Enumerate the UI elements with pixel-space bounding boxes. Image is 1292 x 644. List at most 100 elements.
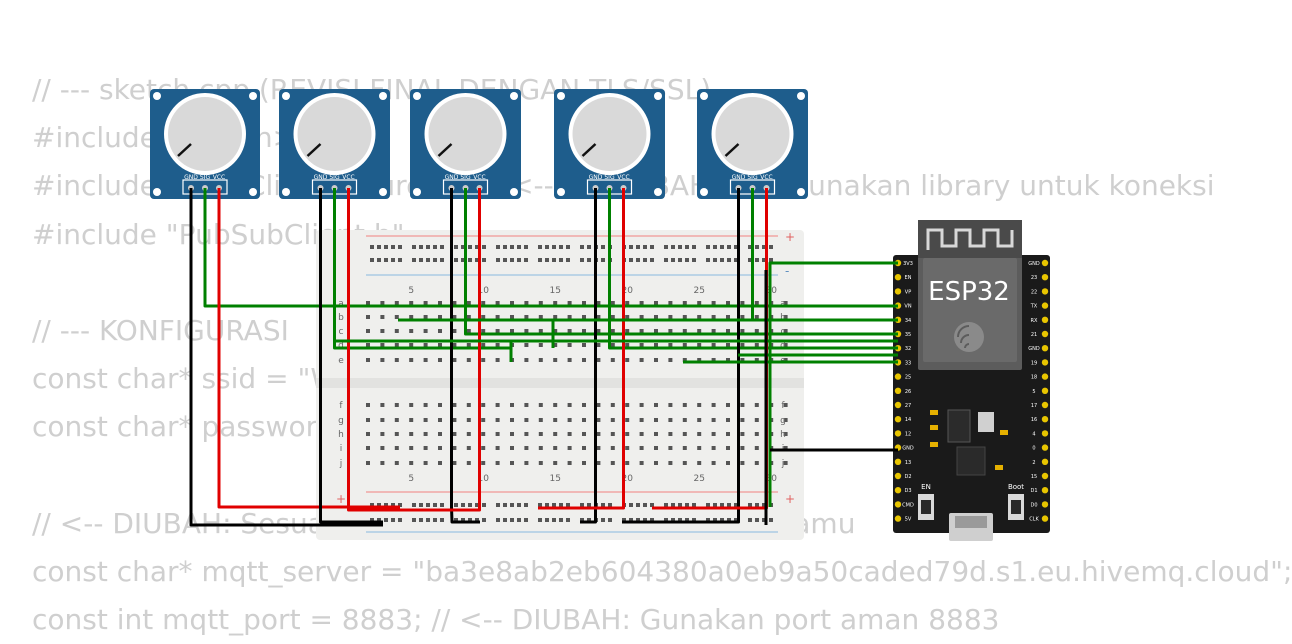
knob[interactable]	[428, 97, 503, 171]
rail-hole	[391, 258, 395, 262]
esp32-pin-left[interactable]	[894, 472, 902, 480]
rail-hole	[538, 518, 542, 522]
wire-power[interactable]	[538, 188, 625, 510]
esp32-pin-left[interactable]	[894, 416, 902, 423]
breadboard-hole	[538, 418, 543, 422]
knob[interactable]	[572, 97, 647, 171]
breadboard-hole	[567, 403, 572, 407]
esp32-pin-right[interactable]	[1041, 401, 1049, 409]
esp32-pin-left[interactable]	[894, 401, 902, 409]
esp32-pin-left[interactable]	[894, 274, 902, 281]
wire-power[interactable]	[406, 188, 481, 512]
rail-hole	[713, 258, 717, 262]
breadboard-hole	[639, 461, 644, 465]
esp32-pin-right[interactable]	[1041, 444, 1049, 451]
wire-power[interactable]	[347, 188, 407, 512]
esp32-pin-right[interactable]	[1041, 373, 1049, 380]
esp32-pin-left[interactable]	[894, 515, 902, 522]
rail-hole	[468, 503, 472, 507]
rail-hole	[398, 245, 402, 249]
rail-symbol: +	[785, 492, 795, 506]
esp32-pin-right[interactable]	[1041, 330, 1049, 338]
esp32-pin-left[interactable]	[894, 487, 902, 494]
en-button[interactable]	[921, 500, 931, 514]
mounting-hole	[413, 188, 421, 196]
wire-ground[interactable]	[319, 188, 384, 524]
wire-ground[interactable]	[450, 188, 481, 524]
esp32-pin-right[interactable]	[1041, 359, 1049, 366]
breadboard-hole	[582, 432, 586, 436]
wire-signal[interactable]	[464, 188, 899, 336]
esp32-pin-left[interactable]	[894, 501, 902, 508]
esp32-pin-right[interactable]	[1041, 345, 1049, 352]
mounting-hole	[510, 92, 518, 100]
knob[interactable]	[297, 97, 372, 171]
esp32-pin-left[interactable]	[894, 387, 902, 394]
esp32-pin-left[interactable]	[894, 288, 902, 295]
breadboard-hole	[740, 403, 745, 407]
esp32-pin-label: 13	[905, 460, 911, 466]
breadboard-hole	[711, 432, 716, 436]
wire-signal[interactable]	[768, 261, 898, 507]
wire-signal[interactable]	[608, 188, 899, 350]
esp32-pin-right[interactable]	[1041, 501, 1049, 508]
rail-symbol: +	[785, 230, 795, 244]
esp32-pin-left[interactable]	[894, 430, 902, 437]
breadboard-hole	[697, 432, 702, 436]
rail-hole	[720, 503, 724, 507]
wire-power[interactable]	[217, 188, 400, 509]
breadboard-hole	[510, 432, 514, 436]
wire-ground[interactable]	[189, 188, 383, 527]
rail-hole	[678, 258, 682, 262]
knob[interactable]	[168, 97, 242, 171]
esp32-pin-right[interactable]	[1041, 515, 1049, 522]
breadboard-hole	[481, 432, 486, 436]
esp32-pin-left[interactable]	[894, 373, 902, 380]
esp32-title: ESP32	[928, 277, 1010, 307]
esp32-pin-right[interactable]	[1041, 288, 1049, 295]
esp32-pin-right[interactable]	[1041, 259, 1049, 267]
breadboard-hole	[582, 329, 586, 333]
esp32-pin-right[interactable]	[1041, 472, 1049, 480]
knob[interactable]	[715, 97, 790, 171]
column-number: 5	[408, 286, 414, 296]
esp32-pin-right[interactable]	[1041, 274, 1049, 281]
boot-button[interactable]	[1011, 500, 1021, 514]
row-letter: j	[781, 459, 785, 469]
breadboard-hole	[380, 315, 385, 319]
esp32-pin-right[interactable]	[1041, 487, 1049, 494]
esp32-pin-right[interactable]	[1041, 416, 1049, 423]
rail-hole	[643, 245, 647, 249]
rail-hole	[370, 503, 374, 507]
esp32-pin-right[interactable]	[1041, 302, 1049, 309]
breadboard-hole	[726, 329, 730, 333]
breadboard-hole	[697, 461, 702, 465]
esp32-pin-right[interactable]	[1041, 430, 1049, 437]
breadboard-hole	[524, 315, 529, 319]
breadboard-hole	[726, 461, 730, 465]
wire-ground[interactable]	[580, 188, 597, 524]
rail-hole	[685, 258, 689, 262]
rail-hole	[377, 258, 381, 262]
breadboard-hole	[524, 403, 529, 407]
esp32-pin-label: 26	[905, 389, 911, 395]
wire-signal[interactable]	[203, 188, 898, 308]
breadboard-hole	[740, 461, 745, 465]
row-letter: b	[780, 313, 786, 323]
esp32-pin-right[interactable]	[1041, 316, 1049, 323]
esp32-pin-left[interactable]	[894, 458, 902, 465]
breadboard-hole	[596, 403, 601, 407]
esp32-pin-label: D2	[904, 474, 911, 480]
esp32-pin-right[interactable]	[1041, 458, 1049, 465]
esp32-pin-right[interactable]	[1041, 387, 1049, 394]
smd-component	[930, 442, 938, 447]
breadboard-hole	[639, 432, 644, 436]
wire-ground[interactable]	[622, 188, 740, 524]
